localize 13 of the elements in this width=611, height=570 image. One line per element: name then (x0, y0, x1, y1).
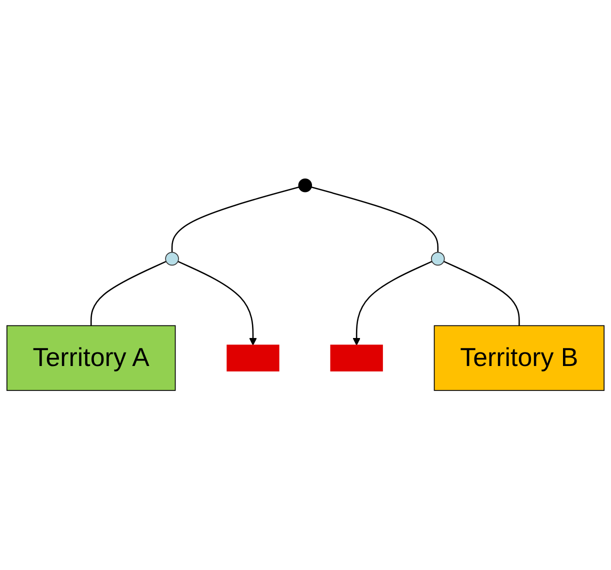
node-circle (298, 178, 312, 193)
node-box: Territory B (434, 326, 605, 392)
node-bar (226, 345, 280, 372)
node-circle (430, 252, 445, 266)
connector (171, 186, 300, 253)
node-bar (330, 345, 383, 372)
connector (311, 186, 439, 253)
arrow (178, 261, 257, 346)
node-box: Territory A (6, 326, 176, 392)
connector (90, 261, 166, 326)
node-circle (165, 252, 179, 266)
arrow (352, 261, 432, 346)
connector (444, 261, 520, 326)
